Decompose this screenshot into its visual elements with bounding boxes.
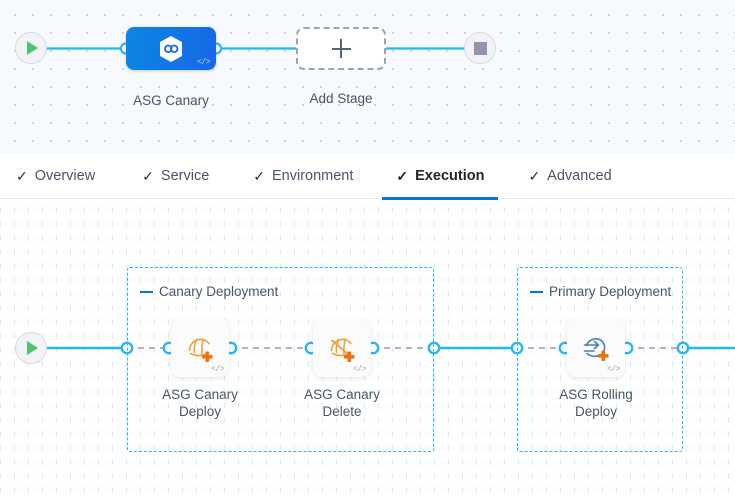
add-stage-label: Add Stage — [309, 91, 373, 106]
stage-canvas[interactable]: </> ASG Canary Add Stage — [0, 0, 735, 153]
check-icon: ✓ — [16, 167, 28, 184]
play-icon — [27, 41, 38, 55]
step-group-label: Primary Deployment — [549, 284, 672, 299]
tab-execution-label: Execution — [415, 167, 485, 184]
add-stage-button[interactable] — [296, 27, 386, 70]
harness-cd-hexagon-icon — [158, 35, 184, 63]
step-group-canary-deployment[interactable]: Canary Deployment — [127, 267, 434, 452]
step-node-asg-canary-delete[interactable]: </> — [313, 319, 371, 377]
execution-canvas[interactable]: Canary Deployment — [0, 199, 735, 501]
check-icon: ✓ — [528, 167, 541, 184]
code-icon[interactable]: </> — [211, 365, 224, 374]
stage-connectors — [33, 42, 485, 55]
tab-service-label: Service — [160, 167, 210, 184]
check-icon: ✓ — [396, 167, 409, 184]
check-icon: ✓ — [253, 167, 265, 184]
check-icon: ✓ — [142, 167, 154, 184]
tab-overview-label: Overview — [34, 167, 96, 184]
code-icon[interactable]: </> — [353, 365, 366, 374]
step-group-header-primary-deployment[interactable]: Primary Deployment — [530, 284, 671, 299]
plus-icon — [331, 39, 351, 58]
minus-icon[interactable] — [140, 290, 153, 293]
step-group-header-canary-deployment[interactable]: Canary Deployment — [140, 284, 278, 299]
asg-canary-deploy-icon — [182, 331, 218, 365]
asg-rolling-deploy-icon — [578, 331, 614, 365]
code-icon[interactable]: </> — [607, 365, 620, 374]
stop-square-icon — [473, 41, 487, 55]
tab-execution[interactable]: ✓ Execution — [382, 153, 499, 200]
tab-environment[interactable]: ✓ Environment — [253, 153, 353, 199]
play-icon — [27, 341, 38, 355]
step-node-asg-rolling-deploy[interactable]: </> — [567, 319, 625, 377]
step-node-label-asg-canary-delete: ASG Canary Delete — [304, 387, 380, 419]
stage-node-asg-canary[interactable]: </> — [126, 27, 216, 70]
tab-environment-label: Environment — [272, 167, 354, 184]
step-node-asg-canary-deploy[interactable]: </> — [171, 319, 229, 377]
step-node-label-asg-rolling-deploy: ASG Rolling Deploy — [559, 387, 633, 419]
tab-overview[interactable]: ✓ Overview — [16, 153, 95, 199]
minus-icon[interactable] — [530, 290, 543, 293]
step-group-label: Canary Deployment — [159, 284, 279, 299]
stop-node[interactable] — [464, 32, 496, 64]
execution-start-node[interactable] — [15, 332, 47, 364]
stage-node-label: ASG Canary — [133, 93, 209, 108]
stage-config-tabs: ✓ Overview ✓ Service ✓ Environment ✓ Exe… — [0, 153, 735, 200]
step-node-label-asg-canary-deploy: ASG Canary Deploy — [162, 387, 238, 419]
tab-service[interactable]: ✓ Service — [142, 153, 209, 199]
code-icon[interactable]: </> — [197, 58, 210, 67]
asg-canary-delete-icon — [324, 331, 360, 365]
start-node[interactable] — [15, 32, 47, 64]
step-group-primary-deployment[interactable]: Primary Deployment — [517, 267, 683, 452]
tab-advanced[interactable]: ✓ Advanced — [528, 153, 611, 199]
tab-advanced-label: Advanced — [547, 167, 612, 184]
